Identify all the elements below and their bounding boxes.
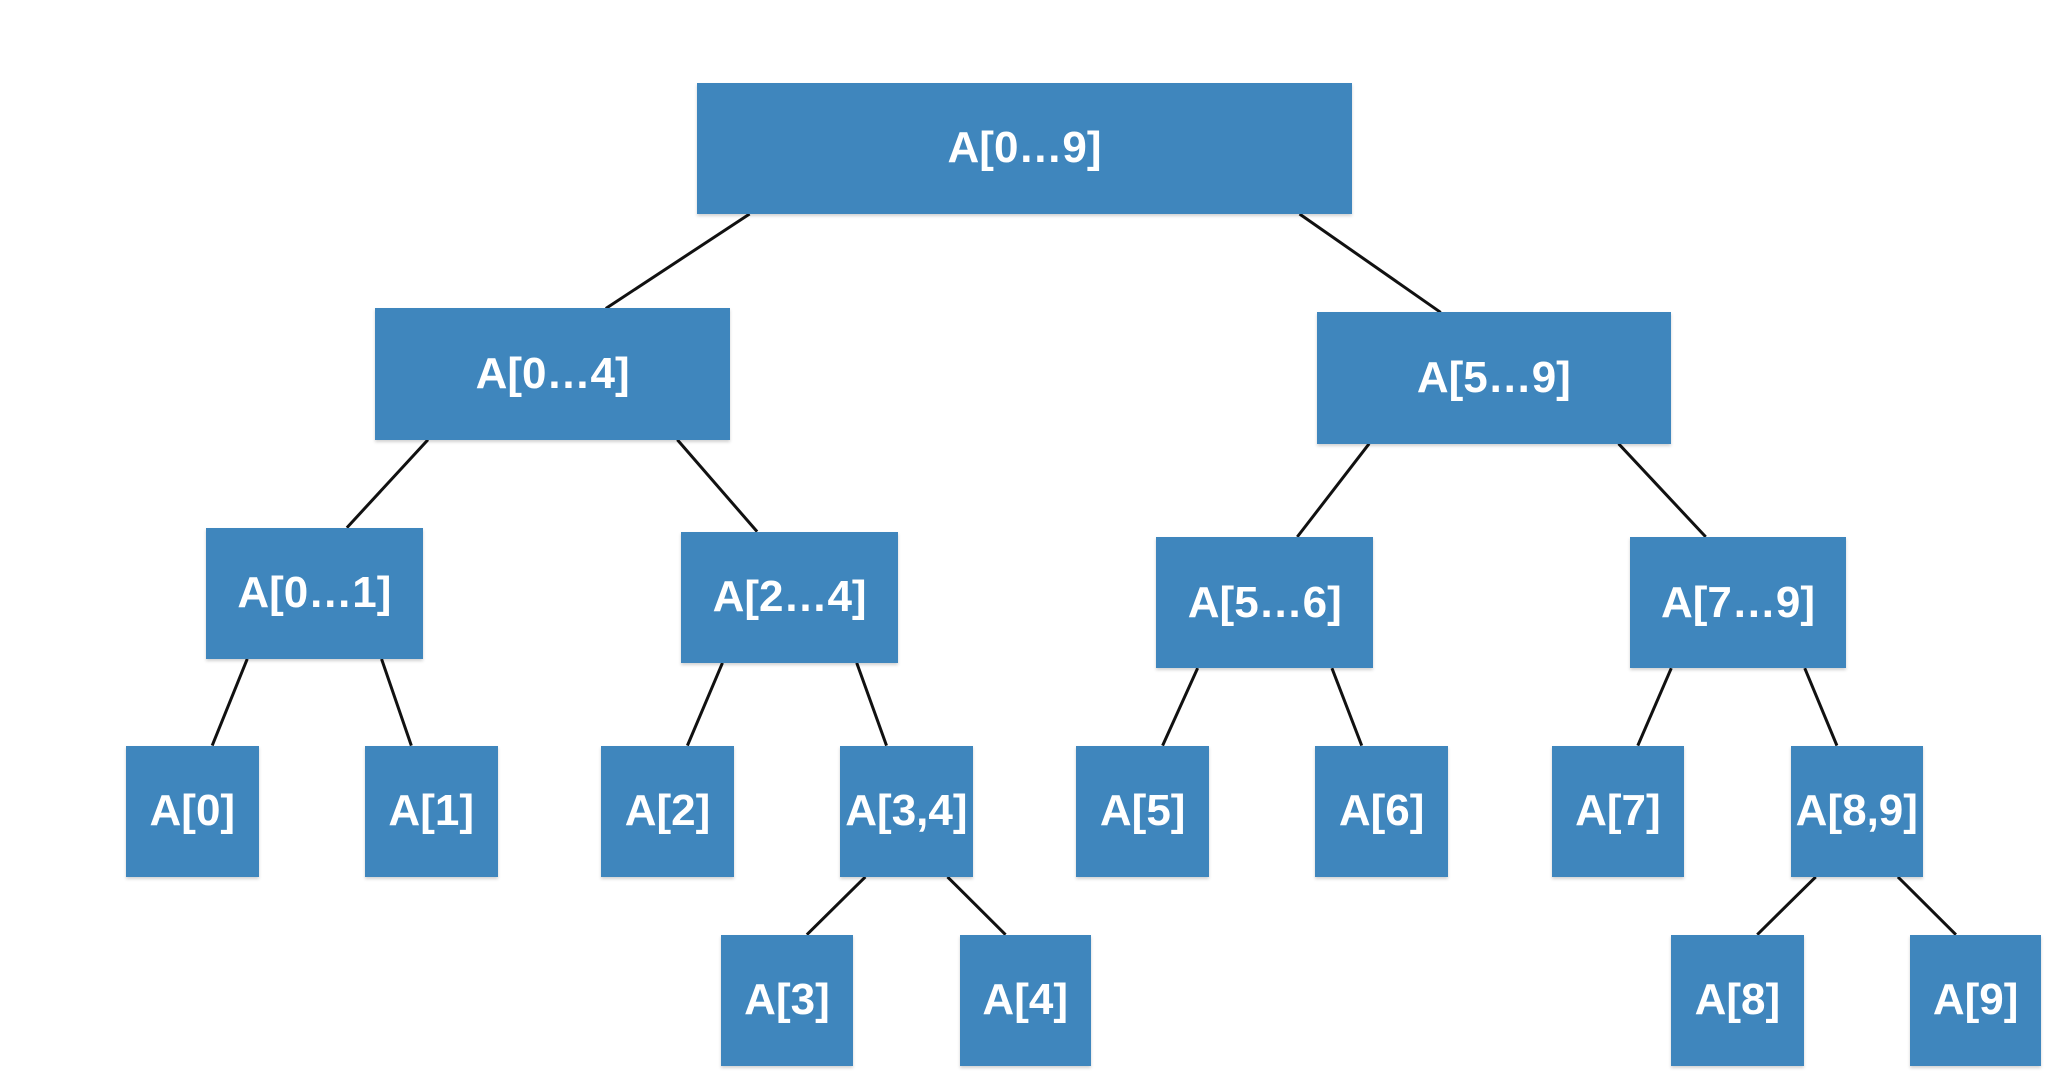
edge-n7-9-to-n7 [1636, 667, 1673, 747]
node-a-6: A[6] [1315, 745, 1448, 877]
node-a-4: A[4] [959, 934, 1091, 1066]
edge-n0-4-to-n0-1 [345, 438, 430, 529]
node-a-1: A[1] [364, 745, 498, 877]
node-a-7: A[7] [1551, 745, 1685, 877]
edge-n3-4-to-n4 [946, 875, 1007, 936]
edge-n0-9-to-n0-4 [604, 212, 751, 310]
edge-n7-9-to-n8-9 [1803, 667, 1839, 747]
node-a-0-9: A[0…9] [697, 82, 1353, 214]
node-a-2: A[2] [601, 745, 734, 877]
node-a-0-1: A[0…1] [206, 527, 423, 659]
edge-n3-4-to-n3 [805, 875, 867, 936]
edge-n2-4-to-n3-4 [855, 662, 888, 747]
node-a-9: A[9] [1909, 934, 2042, 1066]
edge-n5-9-to-n7-9 [1617, 442, 1707, 538]
edge-n5-6-to-n5 [1161, 667, 1200, 747]
edge-n0-4-to-n2-4 [676, 438, 759, 533]
node-a-3-4: A[3,4] [840, 745, 973, 877]
edge-n0-1-to-n0 [210, 658, 249, 747]
edge-n8-9-to-n9 [1896, 875, 1957, 936]
node-a-8-9: A[8,9] [1790, 745, 1924, 877]
node-a-5-9: A[5…9] [1316, 312, 1672, 444]
node-a-2-4: A[2…4] [681, 531, 898, 663]
edge-n5-9-to-n5-6 [1296, 442, 1371, 538]
node-a-5-6: A[5…6] [1156, 536, 1374, 669]
edge-n2-4-to-n2 [686, 662, 724, 747]
edge-n5-6-to-n6 [1330, 667, 1364, 747]
node-a-0-4: A[0…4] [375, 308, 730, 440]
edge-n8-9-to-n8 [1756, 875, 1817, 936]
node-a-3: A[3] [720, 934, 854, 1066]
node-a-7-9: A[7…9] [1630, 536, 1846, 669]
node-a-8: A[8] [1671, 934, 1804, 1066]
node-a-0: A[0] [126, 745, 259, 877]
edge-n0-9-to-n5-9 [1298, 212, 1442, 314]
node-a-5: A[5] [1076, 745, 1209, 877]
edge-n0-1-to-n1 [380, 658, 413, 747]
